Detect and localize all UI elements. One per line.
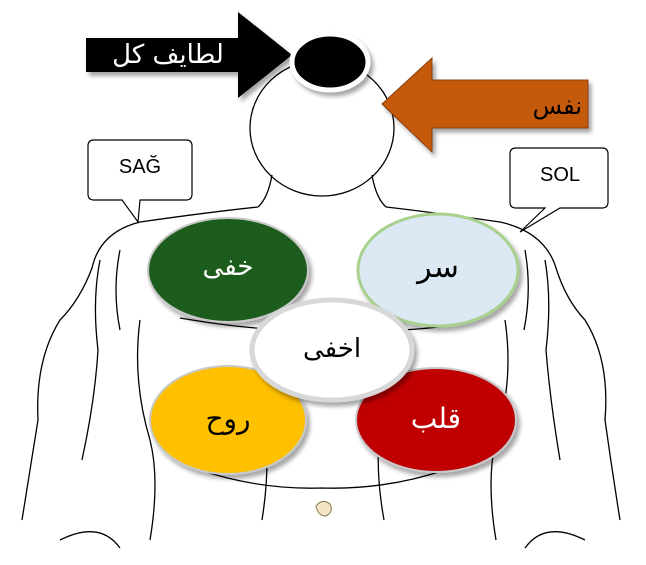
torso-outline [21,206,259,521]
callout-sol [509,147,609,233]
akhfa-label: اخفى [302,334,362,364]
nafs-label: نفس [532,92,582,120]
small-blob-icon [315,500,332,517]
sirr-oval [356,212,520,328]
khafi-label: خفى [202,252,254,282]
callout-sag [87,139,193,224]
sol-label: SOL [539,164,581,186]
nafs-arrow [381,56,589,154]
qalb-label: قلب [410,402,462,435]
lataif-label: لطايف كل [112,40,224,70]
ruh-oval [149,365,307,475]
qalb-oval [355,367,517,473]
ruh-label: روح [205,402,251,435]
neck-outline [257,174,387,208]
lataif-arrow [86,12,292,98]
sag-label: SAĞ [118,156,162,178]
head-center-circle [289,31,371,93]
khafi-oval [147,217,309,323]
sirr-label: سر [417,250,459,285]
akhfa-oval [249,297,415,403]
